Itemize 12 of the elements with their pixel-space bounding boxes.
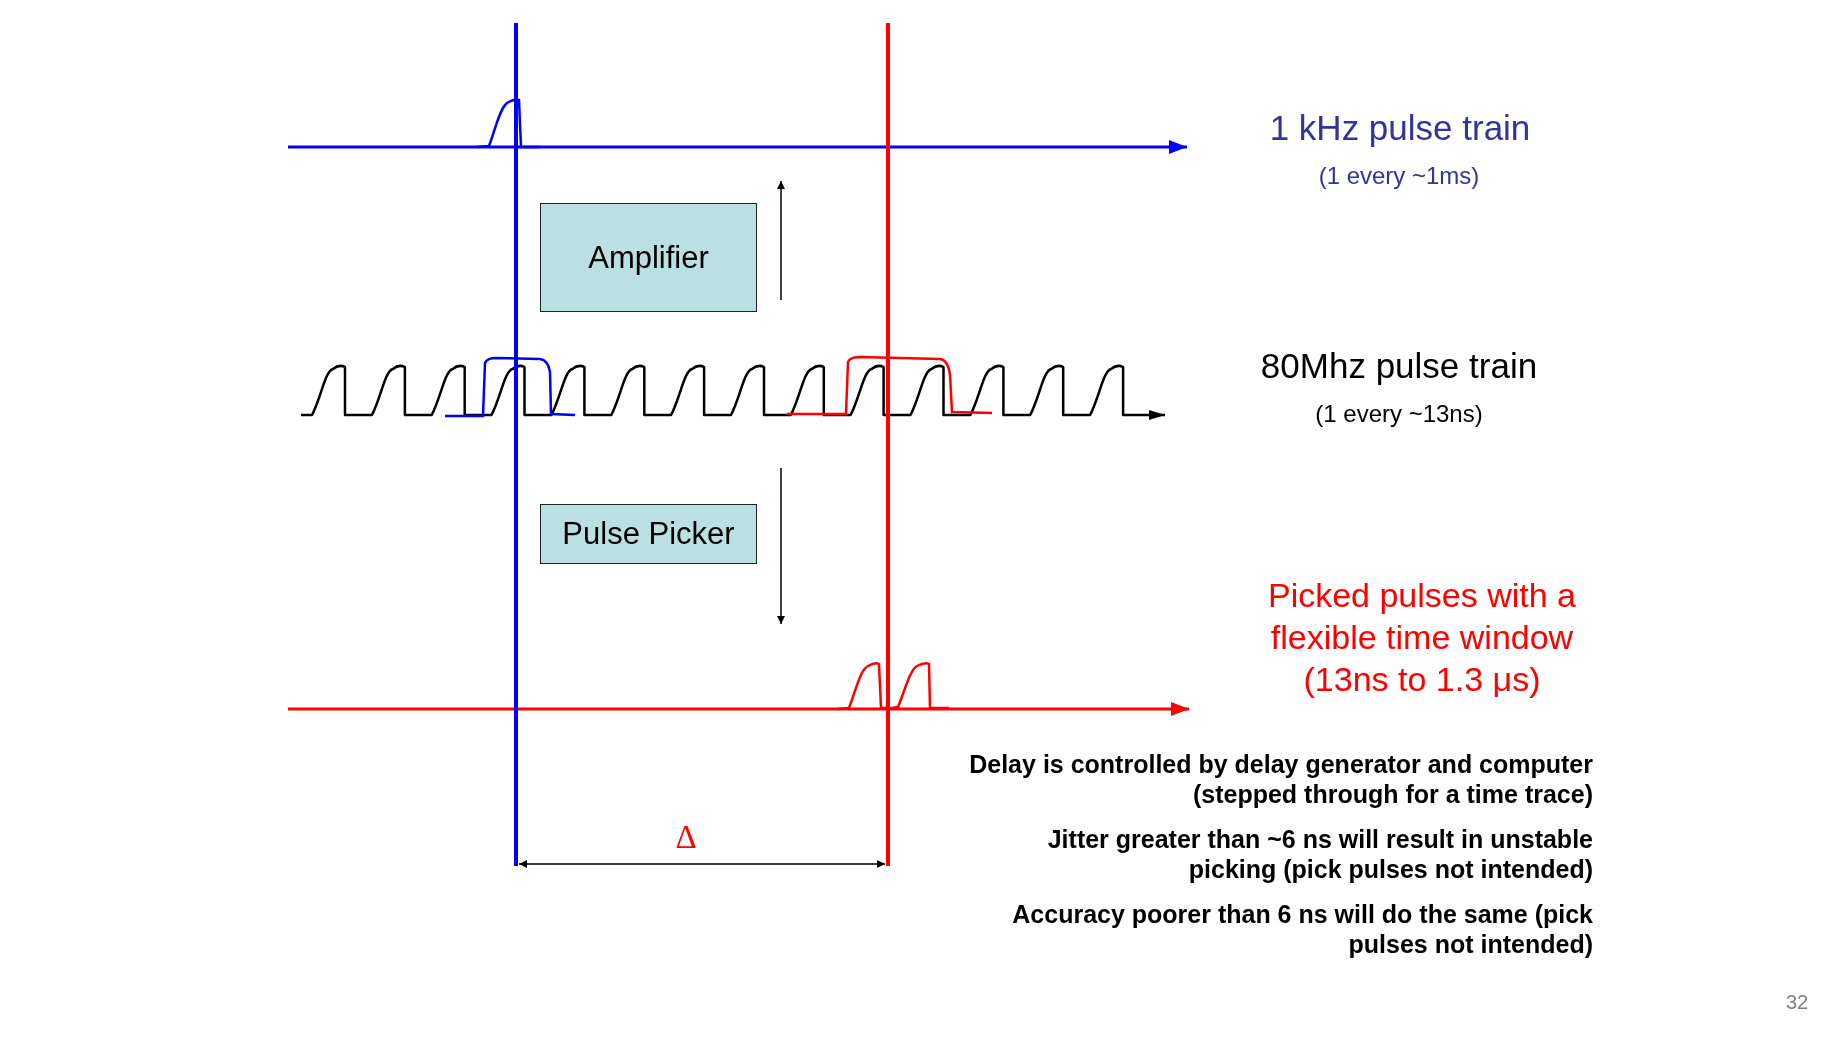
page-number: 32 bbox=[1786, 990, 1809, 1014]
note-text: Jitter greater than ~6 ns will result in unstable picking (pick pulses not intended) bbox=[1046, 824, 1593, 884]
trace-label: Picked pulses with a flexible time window (13ns to 1.3 μs) bbox=[1266, 575, 1577, 700]
rate-note: (1 every ~1ms) bbox=[1318, 162, 1480, 191]
note-text: Accuracy poorer than 6 ns will do the same (pick pulses not intended) bbox=[1011, 899, 1593, 959]
delay-symbol: Δ bbox=[675, 818, 697, 857]
rate-note: (1 every ~13ns) bbox=[1315, 400, 1483, 429]
process-box: Pulse Picker bbox=[540, 504, 757, 564]
trace-label: 80Mhz pulse train bbox=[1260, 345, 1538, 387]
trace-label: 1 kHz pulse train bbox=[1269, 107, 1531, 149]
process-box: Amplifier bbox=[540, 203, 757, 312]
note-text: Delay is controlled by delay generator and computer (stepped through for a time trace) bbox=[968, 749, 1593, 809]
